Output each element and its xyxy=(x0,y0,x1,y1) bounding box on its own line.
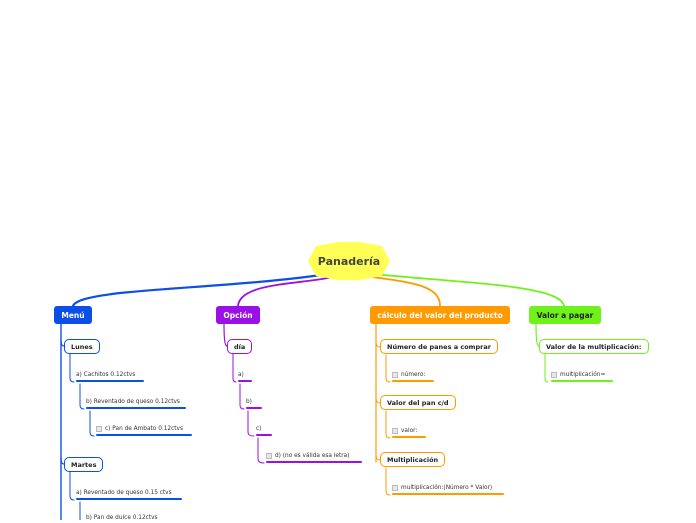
link-menu-martes xyxy=(60,457,65,465)
lunes-a-text: a) Cachitos 0.12ctvs xyxy=(76,372,136,378)
lunes-label: Lunes xyxy=(71,342,93,351)
note-icon xyxy=(266,453,272,459)
valor-multiplicacion-leaf-text: multiplicación= xyxy=(560,372,606,378)
valor-multiplicacion-node[interactable]: Valor de la multiplicación: xyxy=(539,339,649,354)
link-c-d-opc xyxy=(257,437,265,464)
link-b-c-opc xyxy=(247,410,255,437)
dia-b-text: b) xyxy=(246,399,252,405)
valor-pagar-label: Valor a pagar xyxy=(536,310,594,320)
numero-leaf-text: número: xyxy=(401,372,426,378)
link-opcion-dia xyxy=(223,323,228,347)
martes-b-leaf[interactable]: b) Pan de dulce 0.12ctvs xyxy=(86,513,176,523)
link-menu-lunes xyxy=(60,339,65,347)
root-node[interactable]: Panadería xyxy=(308,242,390,280)
numero-leaf-underline xyxy=(392,379,434,382)
note-icon xyxy=(392,428,398,434)
multiplicacion-node[interactable]: Multiplicación xyxy=(380,452,446,467)
link-martes-a xyxy=(69,471,75,501)
link-valor-leaf xyxy=(385,410,391,439)
menu-label: Menú xyxy=(61,310,85,320)
dia-b-leaf[interactable]: b) xyxy=(246,397,262,409)
link-calc-mult xyxy=(375,454,381,461)
dia-label: día xyxy=(234,342,246,351)
link-dia-a xyxy=(232,353,237,383)
link-root-valor xyxy=(371,273,565,307)
multiplicacion-label: Multiplicación xyxy=(387,455,439,464)
lunes-b-text: b) Reventado de queso 0.12ctvs xyxy=(86,399,180,405)
link-valmult-leaf xyxy=(544,353,549,383)
dia-d-text: d) (no es válida esa letra) xyxy=(275,453,350,459)
martes-a-leaf[interactable]: a) Reventado de queso 0.15 ctvs xyxy=(76,488,182,500)
lunes-a-leaf[interactable]: a) Cachitos 0.12ctvs xyxy=(76,370,144,382)
dia-c-text: c) xyxy=(256,426,262,432)
valor-multiplicacion-leaf-underline xyxy=(551,379,613,382)
numero-panes-label: Número de panes a comprar xyxy=(387,342,491,351)
root-shape xyxy=(308,242,390,280)
valor-multiplicacion-label: Valor de la multiplicación: xyxy=(546,342,642,351)
lunes-c-text: c) Pan de Ambato 0.12ctvs xyxy=(105,426,184,432)
lunes-node[interactable]: Lunes xyxy=(64,339,100,354)
link-lunes-a xyxy=(69,353,75,383)
lunes-b-underline xyxy=(86,406,186,409)
link-b-c xyxy=(89,410,95,437)
note-icon xyxy=(551,372,557,378)
lunes-c-underline xyxy=(96,433,192,436)
calculo-node[interactable]: cálculo del valor del producto xyxy=(370,306,510,324)
martes-node[interactable]: Martes xyxy=(64,457,104,472)
multiplicacion-leaf-text: multiplicación:(Número * Valor) xyxy=(401,485,493,491)
martes-a-text: a) Reventado de queso 0.15 ctvs xyxy=(76,490,172,496)
valor-leaf[interactable]: valor: xyxy=(392,426,426,438)
root-label: Panadería xyxy=(317,254,381,268)
link-mult-leaf xyxy=(385,467,391,496)
link-a-b xyxy=(79,383,85,410)
dia-c-underline xyxy=(256,433,272,436)
numero-panes-node[interactable]: Número de panes a comprar xyxy=(380,339,498,354)
lunes-c-leaf[interactable]: c) Pan de Ambato 0.12ctvs xyxy=(96,424,192,436)
valor-multiplicacion-leaf[interactable]: multiplicación= xyxy=(551,370,613,382)
dia-c-leaf[interactable]: c) xyxy=(256,424,272,436)
lunes-a-underline xyxy=(76,379,144,382)
martes-a-underline xyxy=(76,497,182,500)
link-calc-valor xyxy=(375,397,381,404)
valor-pagar-node[interactable]: Valor a pagar xyxy=(529,306,601,324)
note-icon xyxy=(96,426,102,432)
link-root-opcion xyxy=(237,275,339,307)
multiplicacion-leaf[interactable]: multiplicación:(Número * Valor) xyxy=(392,483,504,495)
valor-leaf-underline xyxy=(392,435,426,438)
dia-a-text: a) xyxy=(238,372,244,378)
note-icon xyxy=(392,372,398,378)
calculo-label: cálculo del valor del producto xyxy=(377,310,503,320)
link-valor-sub xyxy=(535,323,540,347)
dia-a-underline xyxy=(238,379,252,382)
dia-node[interactable]: día xyxy=(227,339,253,354)
valor-pan-node[interactable]: Valor del pan c/d xyxy=(380,395,456,410)
link-root-menu xyxy=(71,272,330,308)
valor-pan-label: Valor del pan c/d xyxy=(387,398,449,407)
link-numero-leaf xyxy=(385,354,391,383)
numero-leaf[interactable]: número: xyxy=(392,370,434,382)
lunes-b-leaf[interactable]: b) Reventado de queso 0.12ctvs xyxy=(86,397,186,409)
note-icon xyxy=(392,485,398,491)
dia-a-leaf[interactable]: a) xyxy=(238,370,252,382)
opcion-node[interactable]: Opción xyxy=(216,306,260,324)
menu-node[interactable]: Menú xyxy=(54,306,92,324)
link-root-calculo xyxy=(361,275,441,307)
dia-b-underline xyxy=(246,406,262,409)
dia-d-leaf[interactable]: d) (no es válida esa letra) xyxy=(266,451,362,463)
martes-label: Martes xyxy=(71,460,97,469)
opcion-label: Opción xyxy=(223,310,253,320)
valor-leaf-text: valor: xyxy=(401,428,418,434)
martes-b-text: b) Pan de dulce 0.12ctvs xyxy=(86,515,158,521)
link-a-b-opc xyxy=(239,383,245,410)
link-calc-numero xyxy=(375,341,381,348)
dia-d-underline xyxy=(266,460,362,463)
multiplicacion-leaf-underline xyxy=(392,492,504,495)
